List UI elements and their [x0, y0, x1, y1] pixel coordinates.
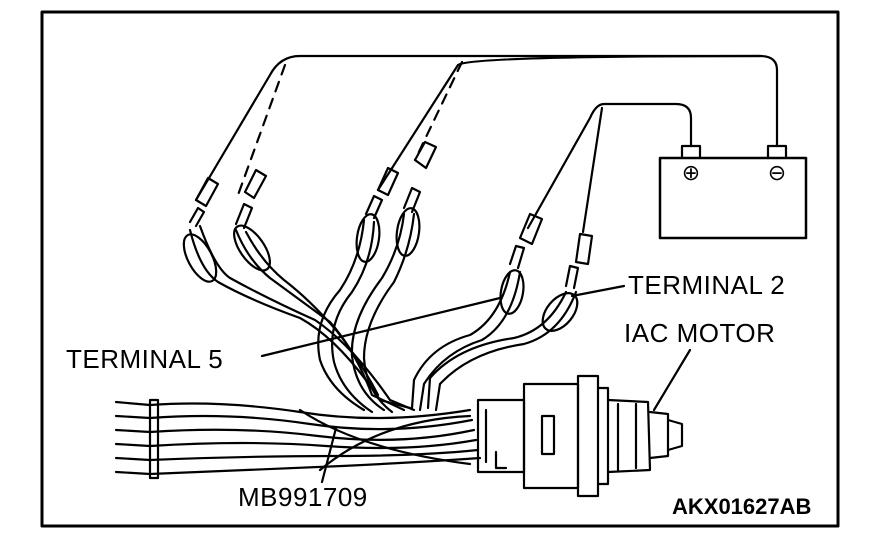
figure-frame	[40, 10, 840, 528]
figure-code: AKX01627AB	[672, 494, 812, 519]
label-terminal-2: TERMINAL 2	[628, 270, 786, 300]
leader-tool	[320, 426, 338, 484]
label-iac-motor: IAC MOTOR	[624, 318, 776, 348]
leader-iac-motor	[652, 348, 692, 412]
label-terminal-5: TERMINAL 5	[66, 344, 224, 374]
iac-motor	[476, 374, 684, 498]
test-harness-bundle	[114, 398, 482, 480]
label-tool-number: MB991709	[238, 482, 368, 512]
harness-wires	[188, 212, 578, 414]
leader-terminal-2	[570, 284, 626, 298]
leader-terminal-5	[260, 296, 502, 358]
battery-negative-symbol: ⊖	[768, 160, 786, 185]
clip-leads	[188, 140, 594, 290]
jumper-wires	[194, 54, 779, 234]
clip-bodies	[182, 207, 579, 332]
battery-positive-symbol: ⊕	[682, 160, 700, 185]
